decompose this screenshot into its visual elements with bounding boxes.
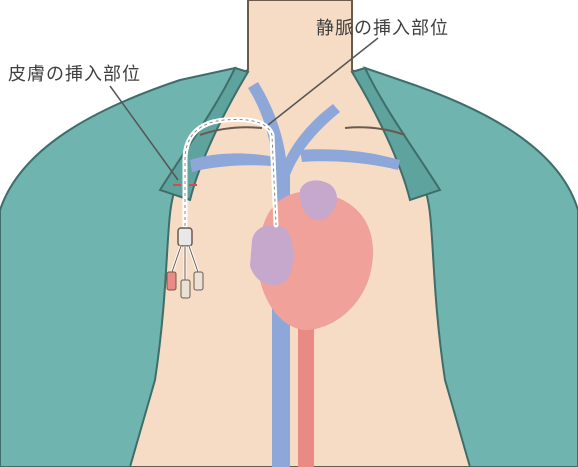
skin-insertion-site-label: 皮膚の挿入部位 [8, 60, 141, 86]
lumen-cap-3 [194, 272, 203, 290]
lumen-cap-1 [167, 272, 176, 290]
right-atrium [250, 225, 293, 285]
catheter-hub [178, 228, 192, 246]
lumen-cap-2 [181, 280, 190, 298]
vein-insertion-site-label: 静脈の挿入部位 [316, 14, 449, 40]
